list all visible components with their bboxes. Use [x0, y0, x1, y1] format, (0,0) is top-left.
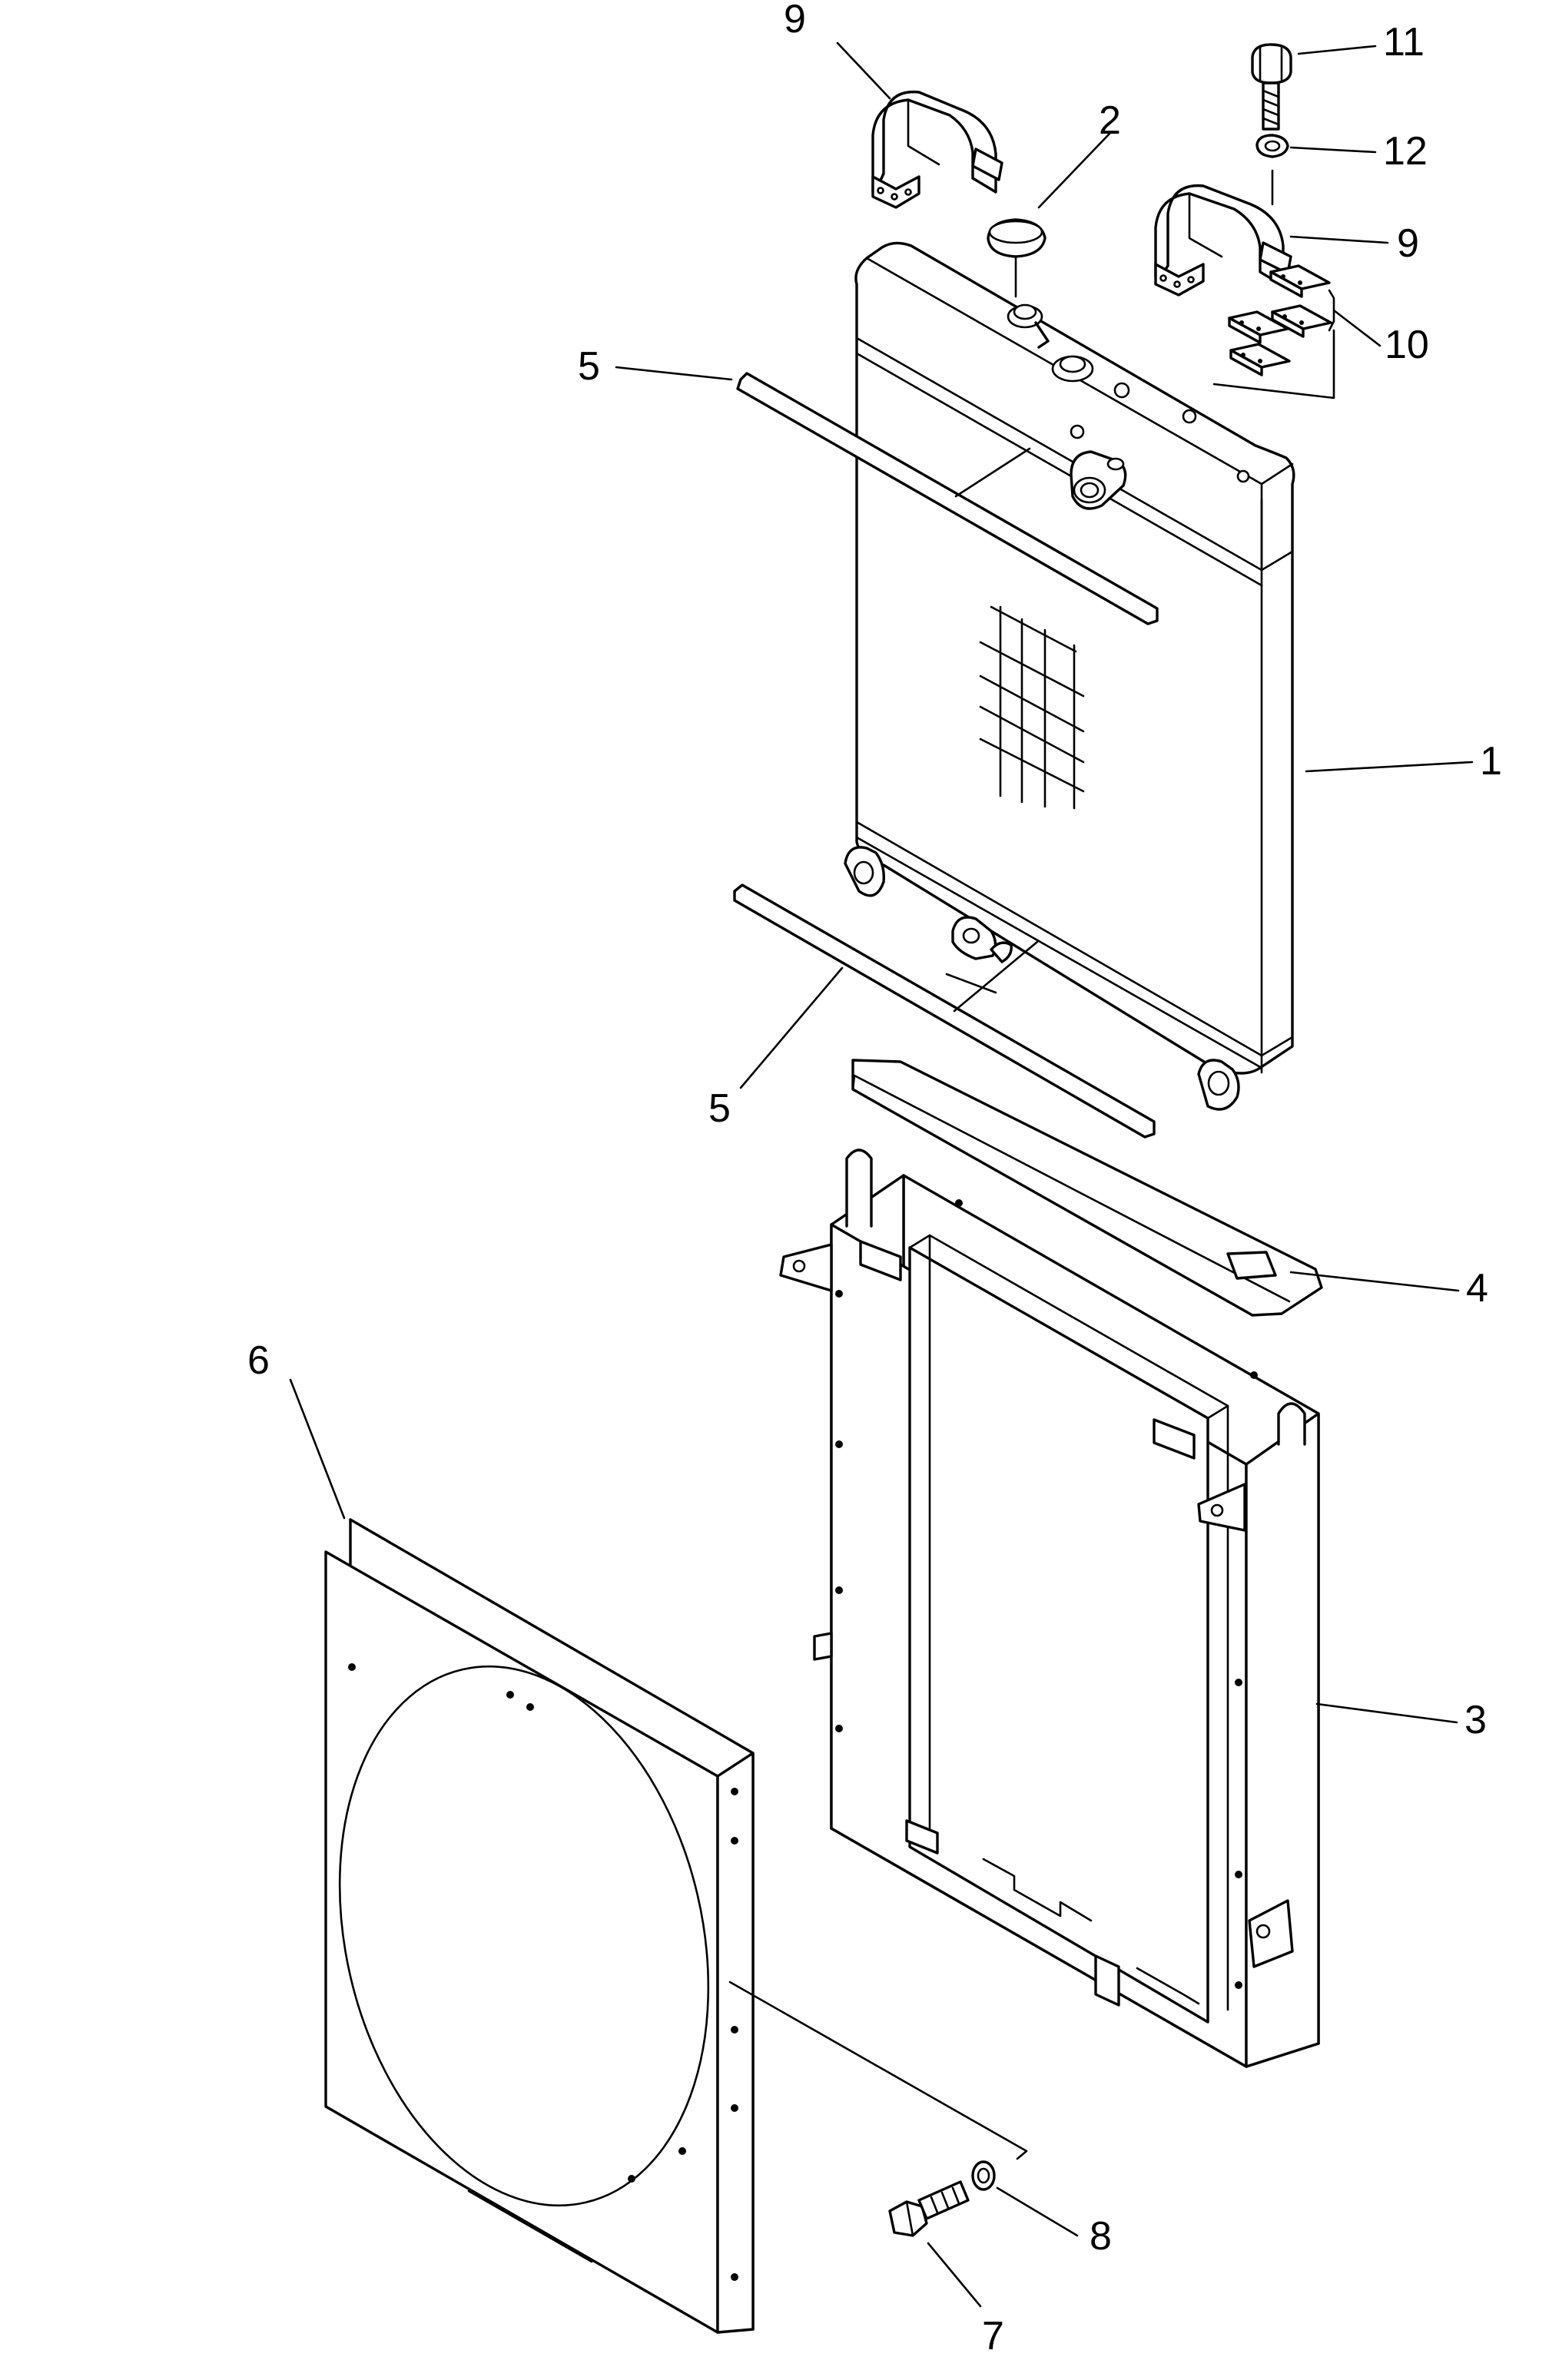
callout-2: 2 — [1099, 98, 1121, 143]
cap-part-2[interactable] — [987, 218, 1046, 298]
callout-9-left: 9 — [784, 0, 806, 41]
seal-strip-lower-part-5[interactable] — [733, 883, 1156, 1139]
callout-4: 4 — [1466, 1266, 1488, 1311]
radiator-frame-part-3[interactable] — [779, 1149, 1320, 2068]
callout-8: 8 — [1090, 2214, 1112, 2259]
callout-5-upper: 5 — [578, 344, 600, 389]
shims-part-10[interactable] — [1228, 264, 1332, 376]
callout-12: 12 — [1383, 129, 1428, 174]
bracket-left-part-9[interactable] — [871, 90, 1003, 209]
bolt-part-11[interactable] — [1251, 43, 1292, 131]
callout-3: 3 — [1464, 1698, 1487, 1742]
radiator-part-1[interactable] — [844, 241, 1295, 1111]
callout-11: 11 — [1383, 20, 1425, 65]
seal-strip-upper-part-5[interactable] — [736, 372, 1159, 625]
plate-part-4[interactable] — [851, 1059, 1323, 1317]
callout-labels: 1 2 3 4 5 5 6 7 8 9 9 10 11 12 — [247, 0, 1502, 2358]
callout-1: 1 — [1480, 739, 1502, 784]
leader-lines — [289, 41, 1474, 2308]
callout-5-lower: 5 — [708, 1086, 731, 1131]
callout-7: 7 — [982, 2314, 1004, 2358]
washer-part-8[interactable] — [971, 2160, 996, 2191]
callout-6: 6 — [247, 1338, 270, 1383]
fan-shroud-part-6[interactable] — [289, 1518, 759, 2334]
bolt-part-7[interactable] — [888, 2180, 970, 2237]
callout-9-right: 9 — [1397, 221, 1419, 266]
callout-10: 10 — [1385, 323, 1429, 367]
washer-part-12[interactable] — [1255, 134, 1289, 206]
